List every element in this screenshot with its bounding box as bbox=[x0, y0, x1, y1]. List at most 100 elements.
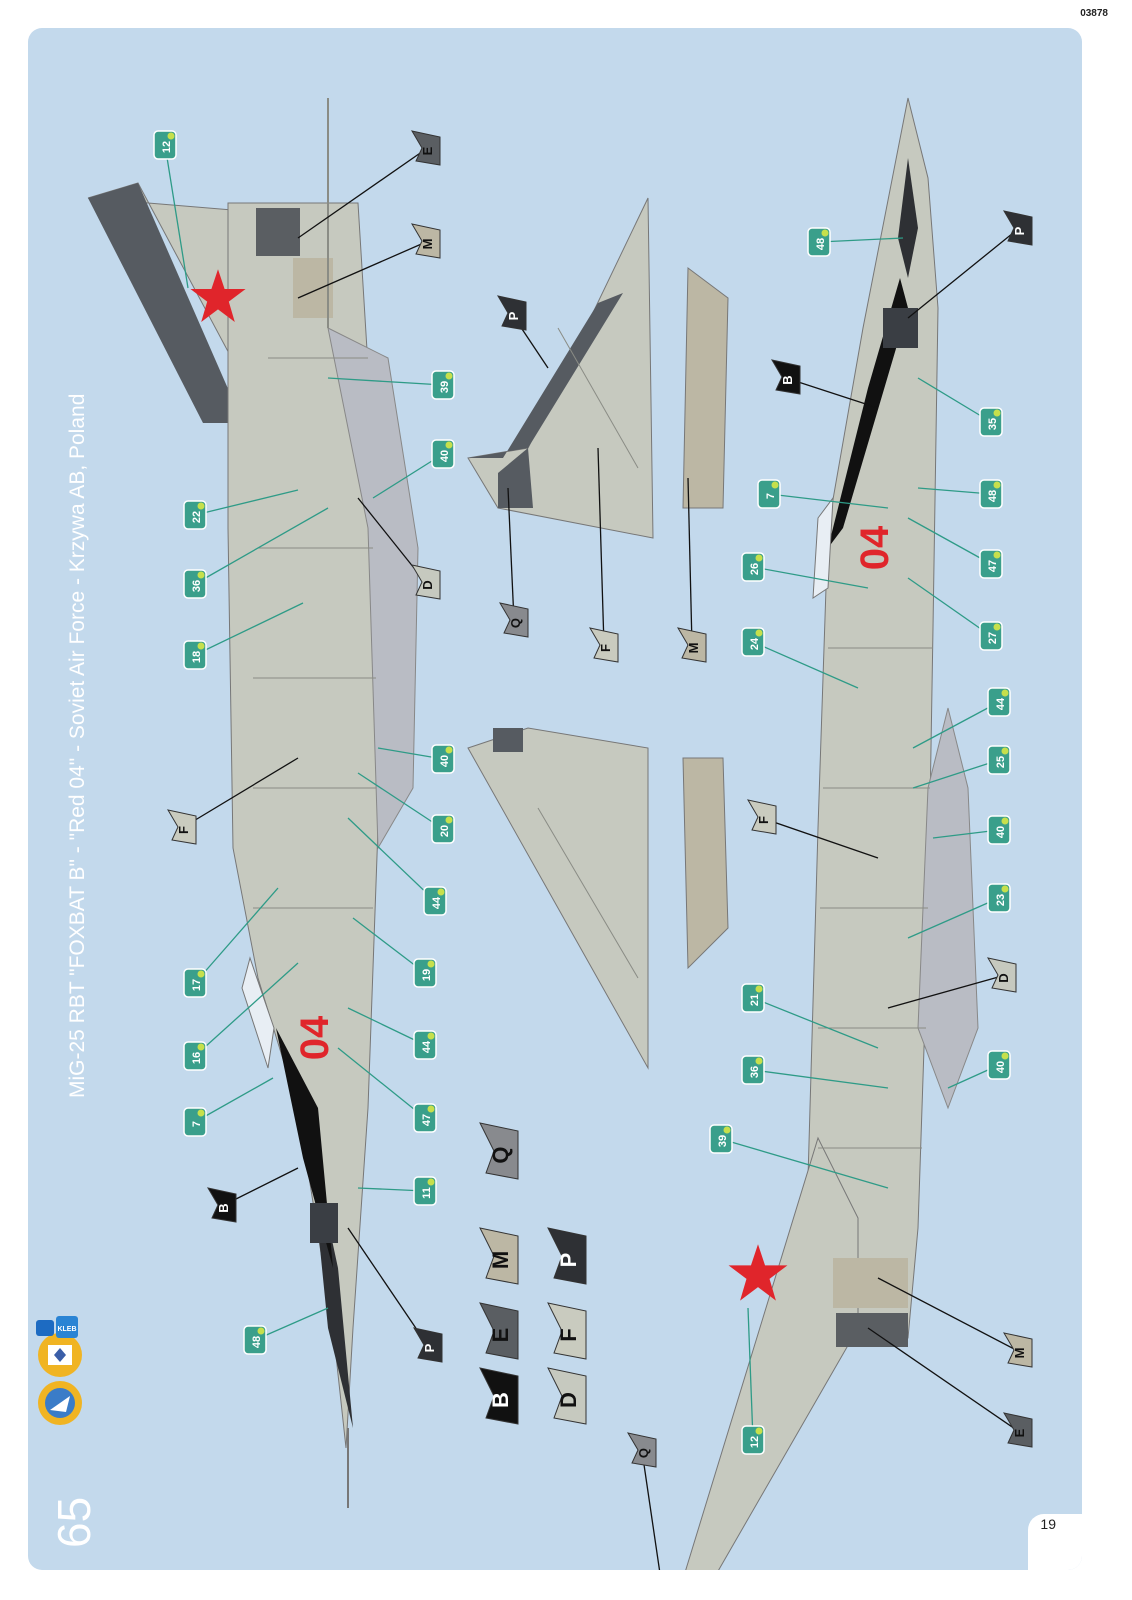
paint-letter: Q bbox=[508, 618, 523, 628]
legend-letter: M bbox=[488, 1251, 513, 1269]
paint-callout: M bbox=[410, 223, 441, 259]
paint-leader-line bbox=[347, 1227, 429, 1347]
paint-leader-line bbox=[507, 487, 515, 622]
decal-number: 47 bbox=[421, 1114, 433, 1126]
paint-leader-line bbox=[597, 447, 605, 647]
decal-number: 39 bbox=[717, 1135, 729, 1147]
decal-number: 16 bbox=[191, 1052, 203, 1064]
decal-number: 36 bbox=[191, 580, 203, 592]
decal-number: 40 bbox=[995, 826, 1007, 838]
decal-number: 36 bbox=[749, 1066, 761, 1078]
paint-callout: E bbox=[1002, 1412, 1033, 1448]
paint-callout: B bbox=[206, 1187, 237, 1223]
decal-callout: 18 bbox=[183, 640, 207, 670]
decal-callout: 27 bbox=[979, 621, 1003, 651]
decal-leader-line bbox=[720, 1138, 889, 1189]
paint-letter: P bbox=[422, 1343, 437, 1352]
decal-callout: 19 bbox=[413, 958, 437, 988]
decal-callout: 21 bbox=[741, 983, 765, 1013]
paint-letter: Q bbox=[636, 1448, 651, 1458]
decal-leader-line bbox=[347, 1007, 426, 1046]
paint-callout: P bbox=[1002, 210, 1033, 246]
decal-number: 48 bbox=[251, 1336, 263, 1348]
paint-letter: B bbox=[780, 375, 795, 384]
decal-callout: 40 bbox=[987, 815, 1011, 845]
decal-number: 25 bbox=[995, 756, 1007, 768]
paint-leader-line bbox=[867, 1327, 1019, 1432]
serial-number-right: 04 bbox=[853, 525, 897, 570]
decal-callout: 39 bbox=[431, 370, 455, 400]
decal-leader-line bbox=[907, 897, 1000, 939]
decal-leader-line bbox=[907, 577, 992, 637]
paint-callout: P bbox=[496, 295, 527, 331]
decal-number: 44 bbox=[431, 896, 443, 909]
decal-number: 44 bbox=[995, 697, 1007, 710]
decal-number: 35 bbox=[987, 418, 999, 430]
decal-callout: 47 bbox=[979, 549, 1003, 579]
decal-callout: 22 bbox=[183, 500, 207, 530]
decal-leader-line bbox=[337, 1047, 426, 1119]
decal-leader-line bbox=[752, 566, 869, 589]
legend-swatch-B: B bbox=[479, 1367, 519, 1425]
decal-callout: 12 bbox=[153, 130, 177, 160]
decal-callout: 20 bbox=[431, 814, 455, 844]
decal-callout: 40 bbox=[431, 744, 455, 774]
paint-leader-line bbox=[297, 241, 427, 299]
decal-leader-line bbox=[917, 487, 992, 495]
decal-leader-line bbox=[752, 1069, 889, 1089]
legend-swatch-F: F bbox=[547, 1302, 587, 1360]
decal-number: 48 bbox=[815, 238, 827, 250]
legend-swatch-Q: Q bbox=[479, 1122, 519, 1180]
paint-letter: M bbox=[1012, 1348, 1027, 1359]
decal-callout: 11 bbox=[413, 1176, 437, 1206]
paint-letter: F bbox=[756, 816, 771, 824]
decal-callout: 7 bbox=[183, 1107, 207, 1137]
paint-leader-line bbox=[877, 1277, 1019, 1352]
legend-letter: B bbox=[488, 1392, 513, 1408]
decal-number: 11 bbox=[421, 1187, 433, 1199]
decal-leader-line bbox=[752, 997, 879, 1049]
decal-number: 23 bbox=[995, 894, 1007, 906]
decal-number: 27 bbox=[987, 632, 999, 644]
decal-number: 7 bbox=[765, 493, 777, 499]
decal-leader-line bbox=[747, 1307, 754, 1441]
decal-callout: 40 bbox=[431, 439, 455, 469]
decal-number: 21 bbox=[749, 994, 761, 1006]
decal-callout: 48 bbox=[243, 1325, 267, 1355]
paint-callout: Q bbox=[498, 602, 529, 638]
decal-callout: 48 bbox=[979, 479, 1003, 509]
painting-diagram: 65 MiG-25 RBT "FOXBAT B" - "Red 04" - So… bbox=[36, 97, 1033, 1570]
decal-number: 40 bbox=[995, 1061, 1007, 1073]
legend-swatch-D: D bbox=[547, 1367, 587, 1425]
title-block: 65 MiG-25 RBT "FOXBAT B" - "Red 04" - So… bbox=[48, 394, 100, 1548]
decal-callout: 39 bbox=[709, 1124, 733, 1154]
paint-leader-line bbox=[687, 477, 693, 647]
paint-letter: F bbox=[176, 826, 191, 834]
svg-text:KLEB: KLEB bbox=[57, 1326, 76, 1333]
decal-leader-line bbox=[194, 602, 304, 656]
decal-leader-line bbox=[352, 917, 426, 974]
decal-leader-line bbox=[194, 507, 329, 585]
decal-leader-line bbox=[917, 377, 992, 423]
decal-number: 39 bbox=[439, 381, 451, 393]
decal-callout: 48 bbox=[807, 227, 831, 257]
paint-callout: Q bbox=[626, 1432, 657, 1468]
decal-number: 22 bbox=[191, 511, 203, 523]
decal-number: 44 bbox=[421, 1040, 433, 1053]
page-number-tab bbox=[1028, 1514, 1082, 1570]
paint-letter: E bbox=[420, 146, 435, 155]
decal-callout: 12 bbox=[741, 1425, 765, 1455]
paint-leader-line bbox=[761, 817, 879, 859]
paint-leader-line bbox=[181, 757, 299, 829]
decal-callout: 16 bbox=[183, 1041, 207, 1071]
wing-upper-views bbox=[467, 197, 729, 1070]
aircraft-logo-icon bbox=[38, 1333, 82, 1377]
decal-leader-line bbox=[912, 759, 1000, 789]
decal-callout: 47 bbox=[413, 1103, 437, 1133]
legend-letter: E bbox=[488, 1328, 513, 1343]
instruction-panel: 65 MiG-25 RBT "FOXBAT B" - "Red 04" - So… bbox=[28, 28, 1082, 1570]
paint-leader-line bbox=[785, 377, 879, 409]
decal-number: 18 bbox=[191, 651, 203, 663]
paint-callout: M bbox=[676, 627, 707, 663]
decal-leader-line bbox=[818, 237, 904, 243]
